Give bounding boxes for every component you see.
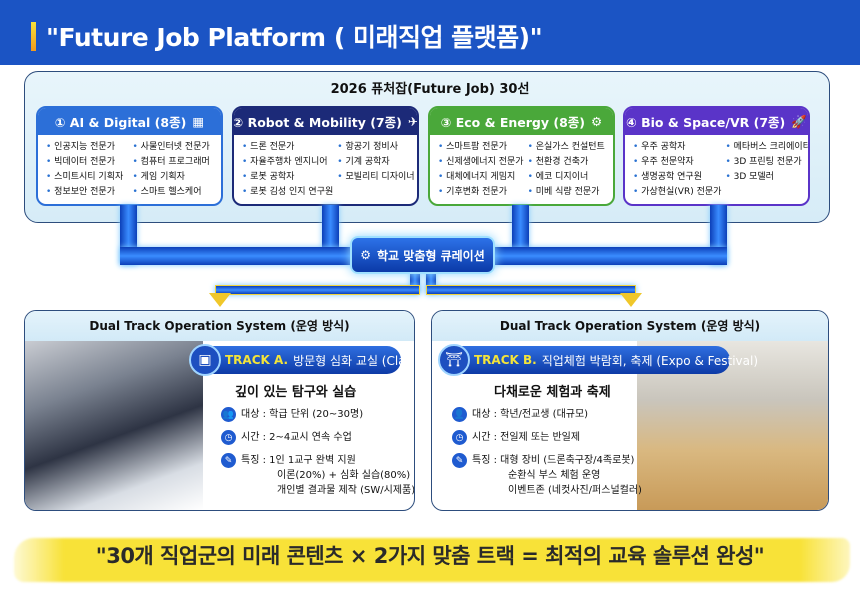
rocket-icon: 🚀 [791, 113, 807, 129]
pipe [215, 285, 420, 295]
accent-bar [31, 22, 36, 51]
clock-icon: ◷ [452, 430, 467, 445]
chip-icon: ▦ [192, 114, 205, 129]
clock-icon: ◷ [221, 430, 236, 445]
job-item: 컴퓨터 프로그래머 [133, 155, 216, 170]
job-item: 드론 전문가 [242, 140, 333, 155]
track-name: 방문형 심화 교실 (Class) [293, 353, 415, 368]
job-item: 로봇 공학자 [242, 170, 333, 185]
track-detail-row: 👥 대상 : 학급 단위 (20~30명) [221, 407, 363, 422]
pen-icon: ✎ [221, 453, 236, 468]
job-item: 빅데이터 전문가 [46, 155, 129, 170]
track-subtitle: 다채로운 체험과 축제 [494, 385, 611, 400]
pipe [490, 247, 727, 265]
panel-title: 2026 퓨처잡(Future Job) 30선 [330, 82, 530, 97]
job-item: 대체에너지 게밈지 [438, 170, 524, 185]
job-item: 우주 공학자 [633, 140, 721, 155]
job-item: 에코 디지이너 [528, 170, 607, 185]
category-title: ④ Bio & Space/VR (7종) [626, 115, 786, 130]
page-title: "Future Job Platform ( 미래직업 플랫폼)" [46, 23, 543, 52]
job-item: 3D 모델러 [725, 170, 808, 185]
track-a-panel: Dual Track Operation System (운영 방식) ▣ TR… [24, 310, 415, 511]
detail-line: 이론(20%) + 심화 실습(80%) [277, 470, 411, 481]
arrow-down-icon [620, 293, 642, 307]
job-item: 메타버스 크리에이터 [725, 140, 808, 155]
job-item: 우주 천문약자 [633, 155, 721, 170]
header-banner [0, 0, 860, 65]
job-item: 신제생에너지 전문가 [438, 155, 523, 170]
job-item: 인공지능 전문가 [46, 140, 129, 155]
pipe [322, 205, 339, 255]
detail-line: 대상 : 학년/전교생 (대규모) [472, 409, 589, 420]
category-title: ① AI & Digital (8종) [54, 115, 187, 130]
track-b-pill: ⛩ TRACK B. 직업체험 박람회, 축제 (Expo & Festival) [438, 344, 758, 376]
track-detail-row: ◷ 시간 : 전일제 또는 반일제 [452, 430, 580, 445]
job-item: 생명공학 연구원 [633, 170, 721, 185]
pipe [426, 285, 636, 295]
category-card: ② Robot & Mobility (7종) ✈ 드론 전문가 항공기 정비사자율주… [232, 106, 419, 206]
category-title: ② Robot & Mobility (7종) [232, 115, 402, 130]
panel-title: Dual Track Operation System (운영 방식) [25, 311, 414, 341]
job-item: 항공기 정비사 [337, 140, 414, 155]
detail-line: 대상 : 학급 단위 (20~30명) [241, 409, 364, 420]
pipe [426, 272, 436, 292]
track-label: TRACK B. [474, 353, 537, 367]
job-item: 가상현실(VR) 전문가 [633, 185, 721, 200]
job-item: 스마트 헬스케어 [133, 185, 216, 200]
person-icon: 👤 [452, 407, 467, 422]
classroom-icon: ▣ [189, 344, 221, 376]
track-detail-row: ◷ 시간 : 2~4교시 연속 수업 [221, 430, 352, 445]
pipe [410, 272, 420, 292]
category-card: ③ Eco & Energy (8종) ⚙ 스마트팜 전문가 온실가스 컨설턴트신제생… [428, 106, 615, 206]
expo-icon: ⛩ [438, 344, 470, 376]
job-item: 모빌리티 디자이너 [337, 170, 414, 185]
panel-title: Dual Track Operation System (운영 방식) [432, 311, 828, 341]
drone-icon: ✈ [407, 114, 419, 129]
job-item: 게임 기획자 [133, 170, 216, 185]
eco-gear-icon: ⚙ [591, 114, 603, 129]
category-title: ③ Eco & Energy (8종) [440, 115, 585, 130]
job-item: 미베 식량 전문가 [528, 185, 607, 200]
category-card: ④ Bio & Space/VR (7종) 🚀 우주 공학자 메타버스 크리에이터우주… [623, 106, 810, 206]
track-label: TRACK A. [225, 353, 289, 367]
pipe [512, 205, 529, 255]
track-a-pill: ▣ TRACK A. 방문형 심화 교실 (Class) [189, 344, 414, 376]
curation-hub: ⚙ 학교 맞춤형 큐레이션 [350, 236, 495, 274]
job-item: 정보보안 전문가 [46, 185, 129, 200]
job-item: 천환경 건축가 [528, 155, 607, 170]
job-item: 스미트시티 기획자 [46, 170, 129, 185]
detail-line: 특징 : 1인 1교구 완벽 지원 [241, 455, 356, 466]
track-name: 직업체험 박람회, 축제 (Expo & Festival) [541, 353, 759, 368]
track-b-panel: Dual Track Operation System (운영 방식) ⛩ TR… [431, 310, 829, 511]
people-icon: 👥 [221, 407, 236, 422]
category-card: ① AI & Digital (8종) ▦ 인공지능 전문가 사물인터넷 전문가빅데이… [36, 106, 223, 206]
highlight-brush [14, 538, 850, 582]
pen-icon: ✎ [452, 453, 467, 468]
job-item: 사물인터넷 전문가 [133, 140, 216, 155]
job-item: 기후변화 전문가 [438, 185, 524, 200]
job-item: 온실가스 컨설턴트 [528, 140, 607, 155]
pipe [120, 247, 355, 265]
slogan: "30개 직업군의 미래 콘텐츠 × 2가지 맞춤 트랙 = 최적의 교육 솔루… [95, 544, 765, 568]
detail-line: 순환식 부스 체험 운영 [508, 470, 601, 481]
detail-line: 시간 : 2~4교시 연속 수업 [241, 432, 352, 443]
detail-line: 시간 : 전일제 또는 반일제 [472, 432, 581, 443]
classroom-photo [25, 341, 203, 510]
job-item: 3D 프린팅 전문가 [725, 155, 808, 170]
track-detail-row: 👤 대상 : 학년/전교생 (대규모) [452, 407, 588, 422]
gears-icon: ⚙ [360, 248, 372, 262]
job-item: 로봇 김성 인지 연구원 [242, 185, 333, 200]
job-item: 스마트팜 전문가 [438, 140, 524, 155]
detail-line: 특징 : 대형 장비 (드론축구장/4족로봇) [472, 455, 635, 466]
job-item: 자율주행차 엔지니어 [242, 155, 333, 170]
hub-label: 학교 맞춤형 큐레이션 [377, 248, 485, 263]
arrow-down-icon [209, 293, 231, 307]
detail-line: 이벤트존 (네컷사진/퍼스널컬러) [508, 485, 642, 496]
track-subtitle: 깊이 있는 탐구와 실습 [235, 385, 357, 400]
job-item: 기계 공학자 [337, 155, 414, 170]
detail-line: 개인별 결과물 제작 (SW/시제품) [277, 485, 415, 496]
